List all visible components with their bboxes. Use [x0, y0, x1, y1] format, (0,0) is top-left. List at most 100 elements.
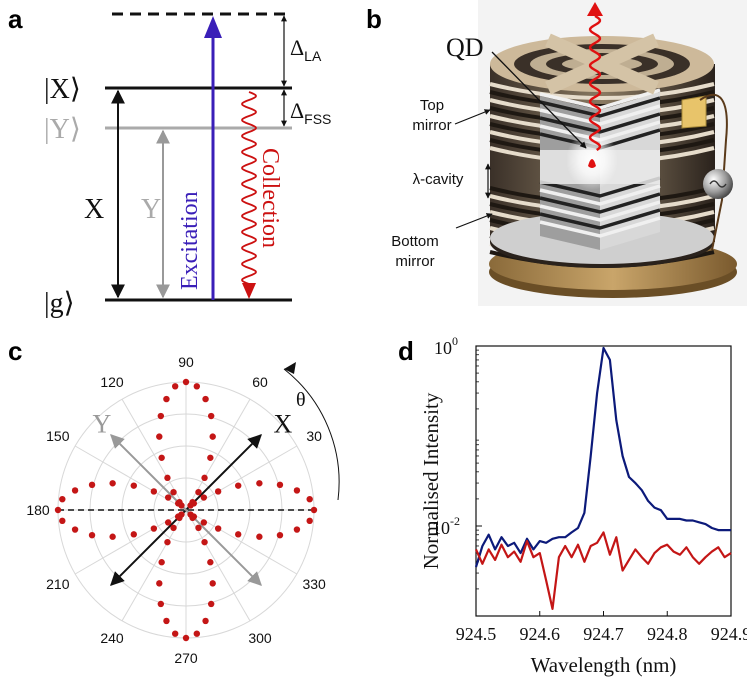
theta-arc-head: [284, 362, 296, 374]
polar-point: [276, 531, 284, 539]
polar-point: [201, 538, 208, 546]
polar-point: [156, 580, 163, 587]
y-tick-label: 10-2: [432, 514, 460, 538]
polar-angle-label: 120: [100, 374, 124, 390]
panel-c-letter: c: [8, 336, 22, 366]
top-cross-walls: [545, 33, 659, 95]
cutaway-stripe: [539, 104, 661, 126]
panel-b-micropillar: b QD Top mirror λ-cavity Bott: [366, 0, 747, 306]
excitation-label: Excitation: [177, 191, 203, 290]
x-tick-label: 924.5: [456, 624, 497, 644]
polar-angle-label: 60: [252, 374, 268, 390]
axis-line-y: [110, 434, 262, 586]
polar-point: [174, 500, 182, 507]
polar-point: [158, 454, 165, 461]
polar-point: [164, 474, 171, 482]
polar-point: [156, 433, 163, 440]
delta-fss-label: ΔFSS: [290, 98, 331, 127]
x-tick-label: 924.9: [711, 624, 747, 644]
cutaway-stripe: [539, 96, 661, 118]
x-transition-label: X: [84, 194, 104, 225]
polar-point: [71, 526, 79, 533]
polar-point: [190, 513, 198, 520]
cutaway-stripe: [539, 192, 661, 214]
polar-point: [182, 634, 190, 642]
polar-angle-label: 330: [302, 576, 326, 592]
polar-point: [189, 498, 196, 506]
quantum-dot: [588, 159, 596, 168]
polar-data-points: [54, 378, 318, 642]
polar-point: [109, 533, 116, 540]
cutaway-stripe: [539, 200, 661, 222]
bottom-mirror-label-line1: Bottom: [391, 233, 439, 250]
polar-point: [214, 525, 222, 532]
polar-point: [171, 630, 179, 637]
polar-point: [164, 538, 171, 546]
polar-point: [164, 519, 172, 526]
top-mirror-label-line2: mirror: [412, 117, 451, 134]
polar-point: [202, 617, 209, 625]
polar-point: [195, 488, 202, 496]
polar-point: [163, 395, 170, 403]
polar-point: [54, 506, 62, 514]
polar-point: [207, 454, 214, 461]
polar-point: [235, 482, 242, 489]
panel-a-energy-diagram: a ΔLA ΔFSS |X⟩ |Y⟩ |g⟩ X Y Excitation Co…: [8, 4, 331, 319]
polar-point: [88, 531, 96, 539]
bottom-mirror-pointer: [455, 213, 493, 229]
polar-point: [207, 412, 215, 420]
state-g-ket: |g⟩: [44, 288, 75, 319]
polar-angle-label: 300: [248, 630, 272, 646]
polar-point: [164, 494, 172, 501]
polar-angle-label: 210: [46, 576, 70, 592]
spectrum-line-0: [474, 346, 731, 568]
polar-point: [214, 488, 222, 495]
polar-angle-label: 30: [306, 428, 322, 444]
panel-b-letter: b: [366, 4, 382, 34]
polar-point: [158, 559, 165, 566]
polar-point: [306, 517, 313, 525]
panel-a-letter: a: [8, 4, 23, 34]
polar-point: [170, 524, 177, 532]
x-tick-label: 924.7: [583, 624, 624, 644]
top-mirror-pointer: [454, 109, 491, 125]
spectrum-line-1: [474, 531, 732, 611]
polar-point: [200, 519, 208, 526]
theta-arc: [283, 368, 340, 501]
theta-label: θ: [296, 389, 306, 411]
polar-point: [193, 630, 201, 637]
x-tick-label: 924.8: [647, 624, 688, 644]
polar-point: [306, 495, 313, 503]
polar-point: [59, 495, 66, 503]
polar-point: [170, 488, 177, 496]
polar-point: [200, 494, 208, 501]
polar-angle-label: 150: [46, 428, 70, 444]
voltage-source-symbol: [709, 180, 727, 188]
x-tick-label: 924.6: [520, 624, 561, 644]
polar-point: [256, 533, 263, 540]
polar-point: [130, 531, 137, 538]
polar-point: [209, 433, 216, 440]
polar-point: [310, 506, 318, 514]
polar-point: [195, 524, 202, 532]
polar-angle-label: 240: [100, 630, 124, 646]
polar-point: [59, 517, 66, 525]
axis-label-y: Y: [93, 410, 112, 439]
contact-wire: [699, 93, 728, 251]
state-x-ket: |X⟩: [44, 74, 81, 105]
spectrum-series: [474, 346, 732, 611]
y-tick-label: 100: [434, 334, 458, 358]
collection-wavy-arrow: [240, 91, 258, 287]
polar-angle-label: 90: [178, 354, 194, 370]
polar-point: [150, 525, 158, 532]
polar-point: [176, 514, 183, 522]
state-y-ket: |Y⟩: [44, 114, 81, 145]
cavity-label: λ-cavity: [413, 171, 464, 188]
emission-arrow-head: [587, 2, 603, 16]
polar-point: [171, 383, 179, 390]
polar-point: [293, 487, 301, 494]
